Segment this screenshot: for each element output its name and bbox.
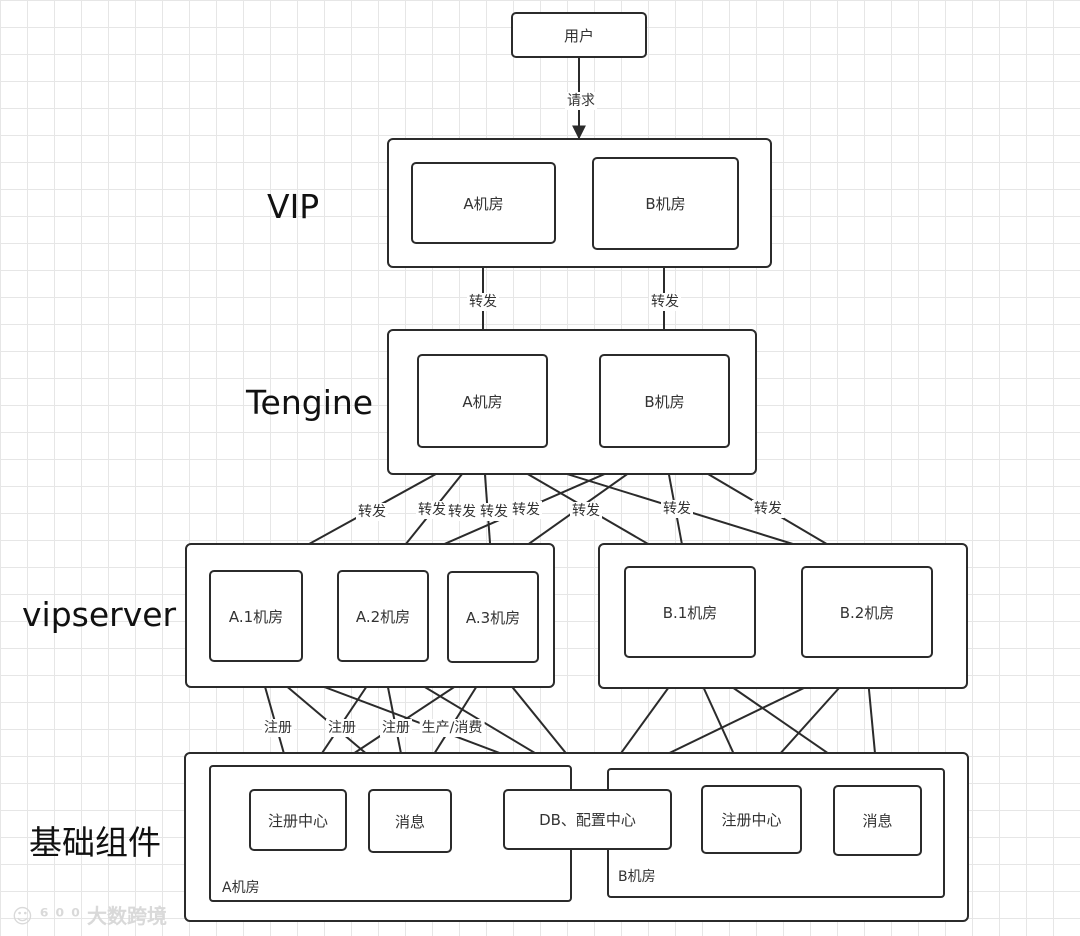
watermark-text: 大数跨境 (87, 904, 167, 928)
vipserver-b2: B.2机房 (801, 566, 933, 658)
vipserver-a1: A.1机房 (209, 570, 303, 662)
vip-room-b-label: B机房 (645, 195, 686, 213)
vip-room-a: A机房 (411, 162, 556, 244)
vipserver-a2: A.2机房 (337, 570, 429, 662)
layer-label-vipserver: vipserver (22, 595, 177, 634)
base-b-registry: 注册中心 (701, 785, 802, 854)
base-b-registry-label: 注册中心 (721, 811, 782, 829)
vipserver-b1: B.1机房 (624, 566, 756, 658)
tengine-room-a: A机房 (417, 354, 548, 448)
edge-label-produce-consume: 生产/消费 (419, 719, 485, 737)
base-group-a-caption: A机房 (222, 880, 260, 896)
edge-label-forward-6: 转发 (570, 502, 602, 520)
vipserver-a1-label: A.1机房 (228, 607, 284, 626)
edge-label-forward-1: 转发 (356, 503, 388, 521)
edge-label-forward-5: 转发 (510, 501, 542, 519)
vipserver-a3-label: A.3机房 (465, 608, 521, 627)
base-a-message-label: 消息 (394, 812, 425, 831)
watermark: ☺ ⁶ ⁰ ⁰ 大数跨境 (12, 900, 167, 929)
user-label: 用户 (563, 26, 594, 45)
vipserver-b2-label: B.2机房 (839, 603, 895, 622)
vip-room-b: B机房 (592, 157, 739, 250)
base-group-b-caption: B机房 (618, 869, 656, 885)
edge-label-forward-2: 转发 (416, 501, 448, 519)
vip-room-a-label: A机房 (463, 194, 504, 213)
edge-label-forward-3: 转发 (446, 503, 478, 521)
tengine-room-b: B机房 (599, 354, 730, 448)
layer-label-base: 基础组件 (29, 823, 161, 862)
vipserver-a3: A.3机房 (447, 571, 539, 663)
layer-label-vip: VIP (267, 187, 320, 226)
base-a-message: 消息 (368, 789, 452, 853)
base-db-config: DB、配置中心 (503, 789, 672, 850)
layer-label-tengine: Tengine (246, 383, 374, 422)
base-b-message: 消息 (833, 785, 922, 856)
vipserver-b1-label: B.1机房 (662, 603, 718, 622)
watermark-logo-icon: ☺ ⁶ ⁰ ⁰ (12, 904, 81, 928)
edge-label-forward-8: 转发 (752, 500, 784, 518)
edge-label-register-1: 注册 (262, 719, 294, 737)
edge-label-register-3: 注册 (380, 719, 412, 737)
edge-label-forward-7: 转发 (661, 500, 693, 518)
edge-label-forward-vip-a: 转发 (467, 293, 499, 311)
edge-label-forward-4: 转发 (478, 503, 510, 521)
base-a-registry-label: 注册中心 (267, 811, 328, 830)
tengine-room-a-label: A机房 (462, 392, 503, 411)
edge-label-request: 请求 (565, 92, 597, 110)
tengine-room-b-label: B机房 (644, 392, 685, 411)
edge-label-register-2: 注册 (326, 719, 358, 737)
base-db-config-label: DB、配置中心 (539, 811, 636, 829)
base-a-registry: 注册中心 (249, 789, 347, 851)
user-node: 用户 (511, 12, 647, 58)
base-b-message-label: 消息 (862, 812, 893, 830)
vipserver-a2-label: A.2机房 (355, 607, 411, 626)
edge-label-forward-vip-b: 转发 (649, 293, 681, 311)
